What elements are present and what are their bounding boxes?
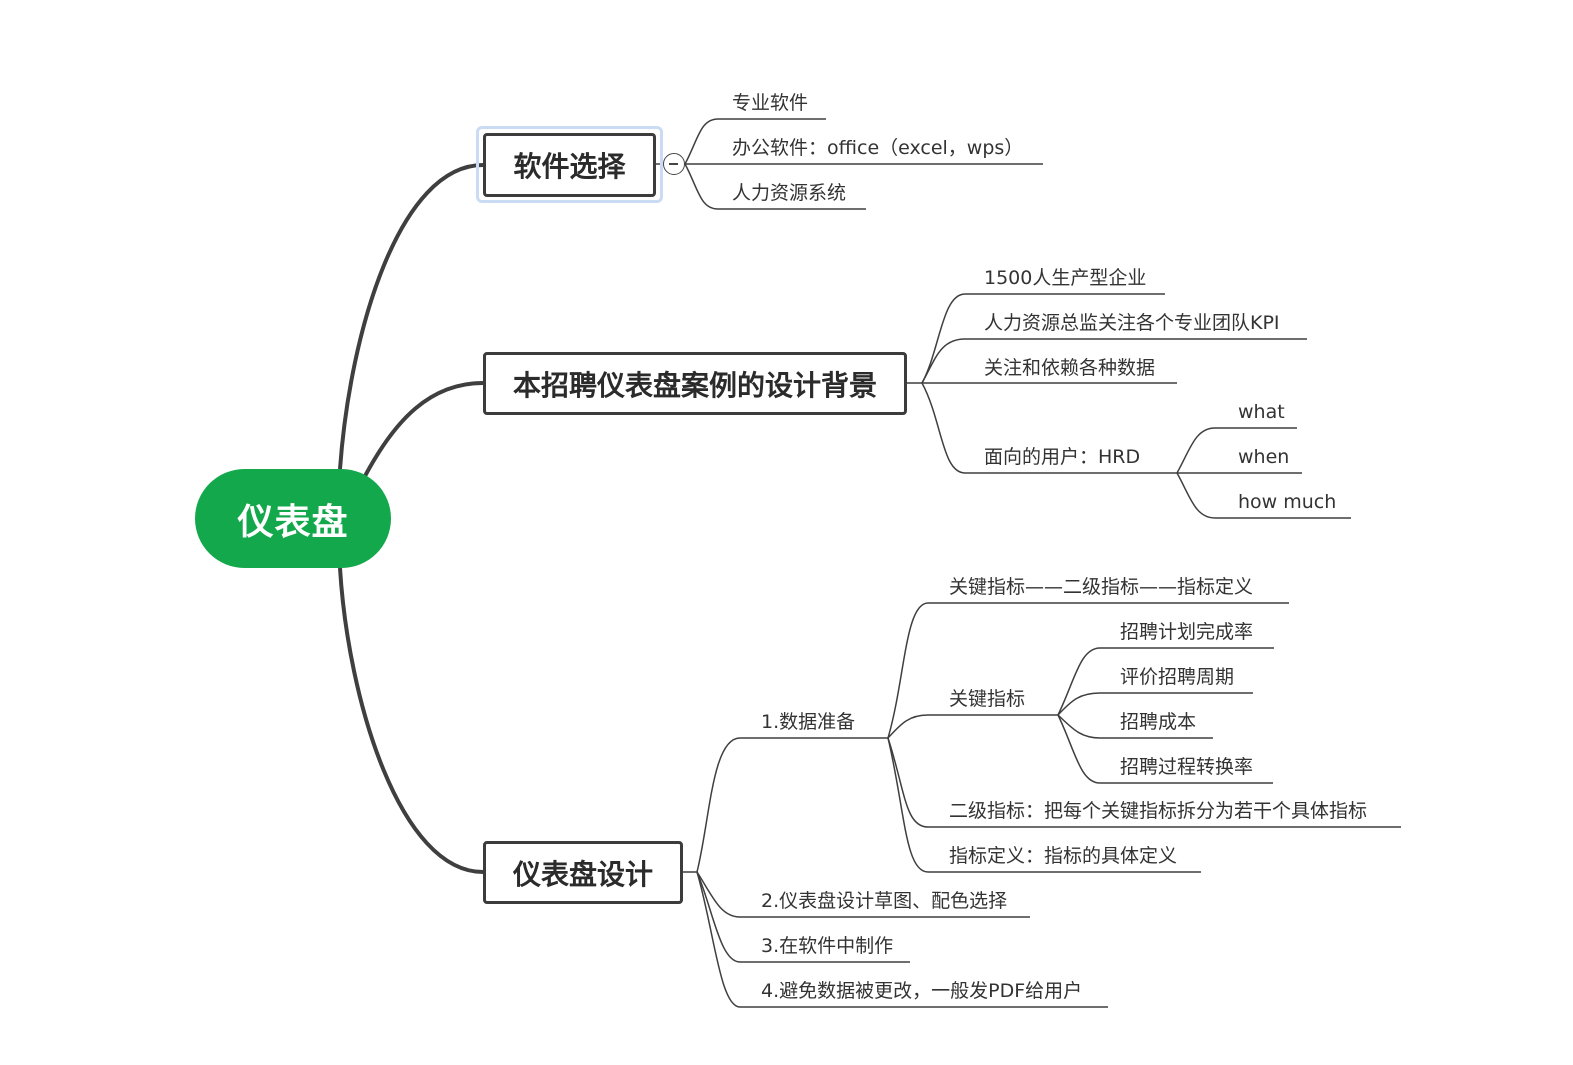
branch-dashboard-design[interactable]: 仪表盘设计	[483, 841, 683, 904]
connector-root-design	[338, 567, 484, 874]
connector-hrd-3	[1176, 472, 1351, 519]
branch-design-label: 仪表盘设计	[512, 857, 653, 891]
leaf-key-metrics[interactable]: 关键指标	[949, 688, 1026, 710]
connector-prep-1	[887, 602, 1289, 739]
leaf-recruit-cycle[interactable]: 评价招聘周期	[1120, 666, 1235, 688]
root-node[interactable]: 仪表盘	[195, 469, 391, 568]
connector-design-4	[696, 871, 1108, 1008]
connector-prep-2	[887, 714, 1058, 739]
connector-bg-2	[921, 338, 1307, 384]
leaf-what[interactable]: what	[1238, 401, 1285, 423]
leaf-data-prep[interactable]: 1.数据准备	[761, 711, 856, 733]
connector-root-background	[363, 381, 484, 477]
connector-software-1	[684, 118, 826, 165]
leaf-sketch-colors[interactable]: 2.仪表盘设计草图、配色选择	[761, 890, 1008, 912]
leaf-how-much[interactable]: how much	[1238, 491, 1337, 513]
leaf-conversion-rate[interactable]: 招聘过程转换率	[1120, 756, 1254, 778]
connector-prep-3	[887, 737, 1401, 828]
leaf-recruit-cost[interactable]: 招聘成本	[1120, 711, 1197, 733]
leaf-hr-system[interactable]: 人力资源系统	[732, 182, 847, 204]
branch-software-label: 软件选择	[513, 150, 626, 183]
minus-circle-icon[interactable]	[663, 153, 685, 175]
leaf-office-software[interactable]: 办公软件：office（excel，wps）	[732, 137, 1024, 159]
root-label: 仪表盘	[237, 501, 349, 543]
leaf-metric-definition[interactable]: 指标定义：指标的具体定义	[949, 845, 1178, 867]
leaf-hr-director-kpi[interactable]: 人力资源总监关注各个专业团队KPI	[984, 312, 1280, 334]
connector-key-1	[1057, 647, 1274, 716]
leaf-build-in-software[interactable]: 3.在软件中制作	[761, 935, 894, 957]
leaf-target-user[interactable]: 面向的用户：HRD	[984, 446, 1141, 468]
branch-background-label: 本招聘仪表盘案例的设计背景	[512, 368, 877, 402]
leaf-send-pdf[interactable]: 4.避免数据被更改，一般发PDF给用户	[761, 980, 1083, 1002]
connector-key-4	[1057, 714, 1273, 784]
connector-design-3	[696, 871, 910, 963]
connector-root-software	[338, 163, 484, 470]
branch-software-selection[interactable]: 软件选择	[483, 133, 656, 197]
connector-design-1	[683, 737, 888, 873]
connector-software-3	[684, 163, 866, 210]
connector-bg-4	[921, 382, 1177, 474]
connector-key-2	[1057, 692, 1253, 716]
connector-prep-4	[887, 737, 1201, 873]
leaf-plan-completion-rate[interactable]: 招聘计划完成率	[1120, 621, 1254, 643]
connector-design-2	[696, 871, 1030, 918]
leaf-data-reliance[interactable]: 关注和依赖各种数据	[984, 357, 1156, 379]
connector-key-3	[1057, 714, 1213, 739]
leaf-company-size[interactable]: 1500人生产型企业	[984, 267, 1147, 289]
leaf-secondary-metrics[interactable]: 二级指标：把每个关键指标拆分为若干个具体指标	[949, 800, 1368, 822]
selection-highlight	[476, 126, 663, 203]
branch-design-background[interactable]: 本招聘仪表盘案例的设计背景	[483, 352, 907, 415]
leaf-pro-software[interactable]: 专业软件	[732, 92, 809, 114]
leaf-metric-hierarchy[interactable]: 关键指标——二级指标——指标定义	[949, 576, 1254, 598]
leaf-when[interactable]: when	[1238, 446, 1290, 468]
connector-hrd-1	[1176, 427, 1297, 474]
